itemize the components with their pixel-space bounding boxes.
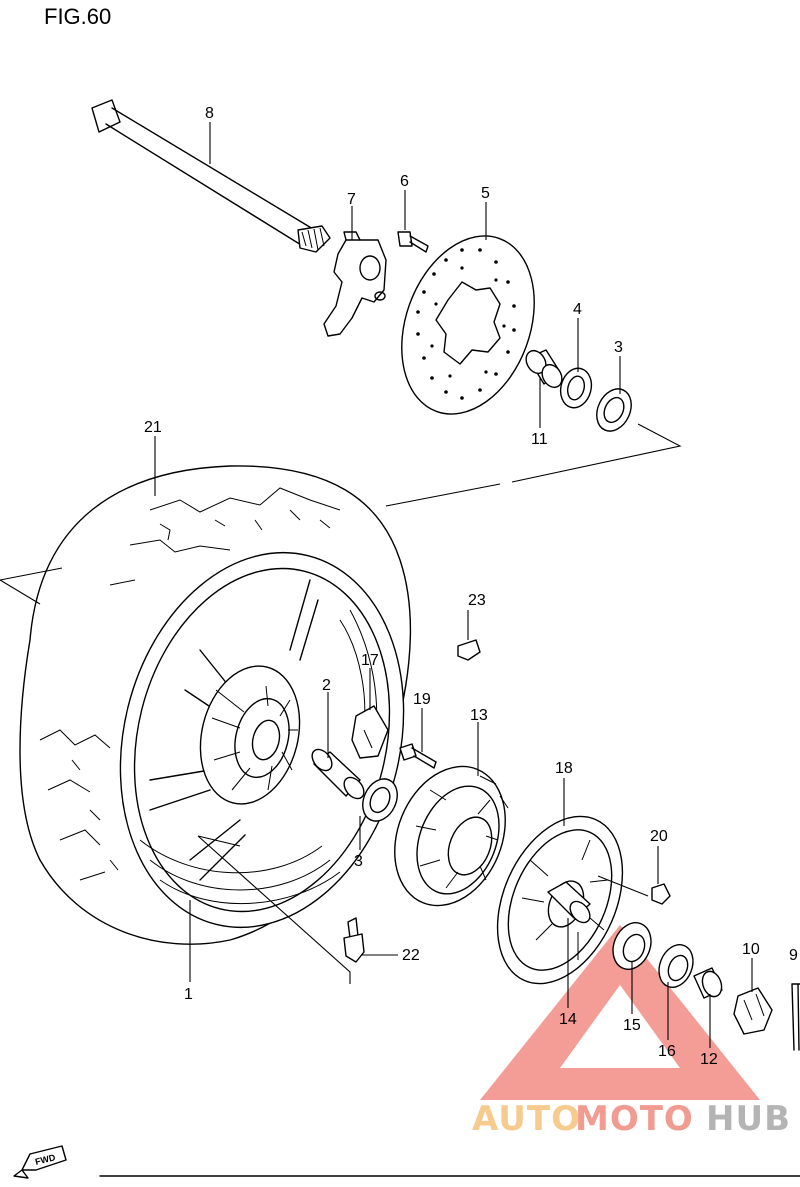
part-nut-23 (457, 639, 481, 661)
callout-17: 17 (361, 652, 379, 669)
part-bearing-3-lower (362, 778, 398, 822)
callout-10: 10 (742, 941, 760, 958)
watermark-logo: AUTO MOTO HUB (472, 925, 791, 1139)
watermark-text-hub: HUB (706, 1099, 791, 1139)
callout-3-lower: 3 (354, 853, 363, 870)
callout-6: 6 (400, 173, 409, 190)
part-tire-and-wheel (19, 465, 412, 945)
callout-labels: 8 7 6 5 4 3 11 21 23 17 2 19 13 18 20 3 … (144, 105, 798, 1068)
callout-4: 4 (573, 301, 582, 318)
callout-21: 21 (144, 419, 162, 436)
callout-19: 19 (413, 691, 431, 708)
part-nut-20 (651, 883, 671, 905)
part-brake-disc (401, 235, 535, 415)
watermark-triangle (480, 925, 760, 1100)
part-bearing-3-upper (596, 388, 632, 432)
callout-20: 20 (650, 828, 668, 845)
callout-12: 12 (700, 1051, 718, 1068)
callout-23: 23 (468, 592, 486, 609)
part-damper-17 (351, 705, 389, 759)
part-cotter-pin-9 (791, 983, 800, 1051)
callout-11: 11 (531, 431, 548, 448)
part-spacer-2 (311, 748, 365, 800)
part-caliper-bracket (323, 231, 387, 337)
watermark-text-moto: MOTO (575, 1099, 694, 1139)
callout-16: 16 (658, 1043, 676, 1060)
callout-8: 8 (205, 105, 214, 122)
part-spacer-12 (693, 967, 723, 999)
part-valve-22 (343, 917, 365, 963)
watermark-text-auto: AUTO (472, 1099, 581, 1139)
part-bearing-15 (612, 922, 652, 970)
callout-18: 18 (555, 760, 573, 777)
assembly-guide-lines (0, 423, 682, 984)
callout-9: 9 (789, 947, 798, 964)
disc-holes (416, 248, 516, 400)
callout-14: 14 (559, 1011, 577, 1028)
figure-title: FIG.60 (44, 4, 111, 29)
callout-15: 15 (623, 1017, 641, 1034)
part-axle-nut-10 (733, 987, 773, 1035)
fwd-direction-marker: FWD (13, 1145, 67, 1179)
callout-1: 1 (184, 986, 193, 1003)
leader-lines (154, 122, 753, 1048)
part-spacer-11 (525, 349, 563, 389)
part-sprocket-drum-13 (394, 765, 509, 907)
part-stud-bolt-19 (399, 743, 437, 769)
part-oil-seal-4 (559, 367, 593, 409)
part-axle (91, 99, 331, 253)
callout-13: 13 (470, 707, 488, 724)
callout-7: 7 (347, 191, 356, 208)
part-bolt-small (397, 231, 429, 253)
callout-5: 5 (481, 185, 490, 202)
callout-2: 2 (322, 677, 331, 694)
callout-22: 22 (402, 947, 420, 964)
part-rear-sprocket-18 (496, 815, 624, 985)
callout-3-upper: 3 (614, 339, 623, 356)
fwd-label: FWD (34, 1152, 57, 1167)
